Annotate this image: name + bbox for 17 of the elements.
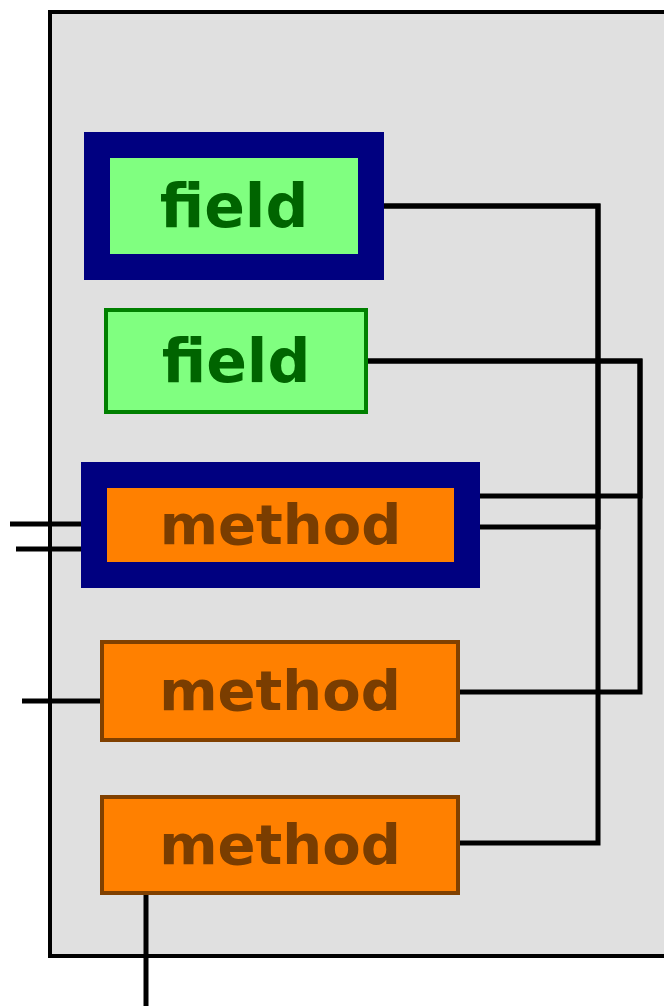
connector-line xyxy=(384,203,601,846)
label: field xyxy=(159,176,309,236)
connector-line xyxy=(10,521,81,527)
field-box xyxy=(104,308,368,414)
connector-line xyxy=(22,698,100,704)
method-box xyxy=(100,795,460,895)
field-box xyxy=(84,132,384,280)
label: method xyxy=(159,663,401,719)
method-box xyxy=(100,640,460,742)
class-box xyxy=(48,10,664,958)
method-box xyxy=(81,462,480,588)
connector-line xyxy=(143,895,149,1006)
label: field xyxy=(161,331,311,391)
label: method xyxy=(159,817,401,873)
connector-line xyxy=(368,358,643,695)
connector-line xyxy=(16,546,81,552)
label: method xyxy=(159,497,402,553)
